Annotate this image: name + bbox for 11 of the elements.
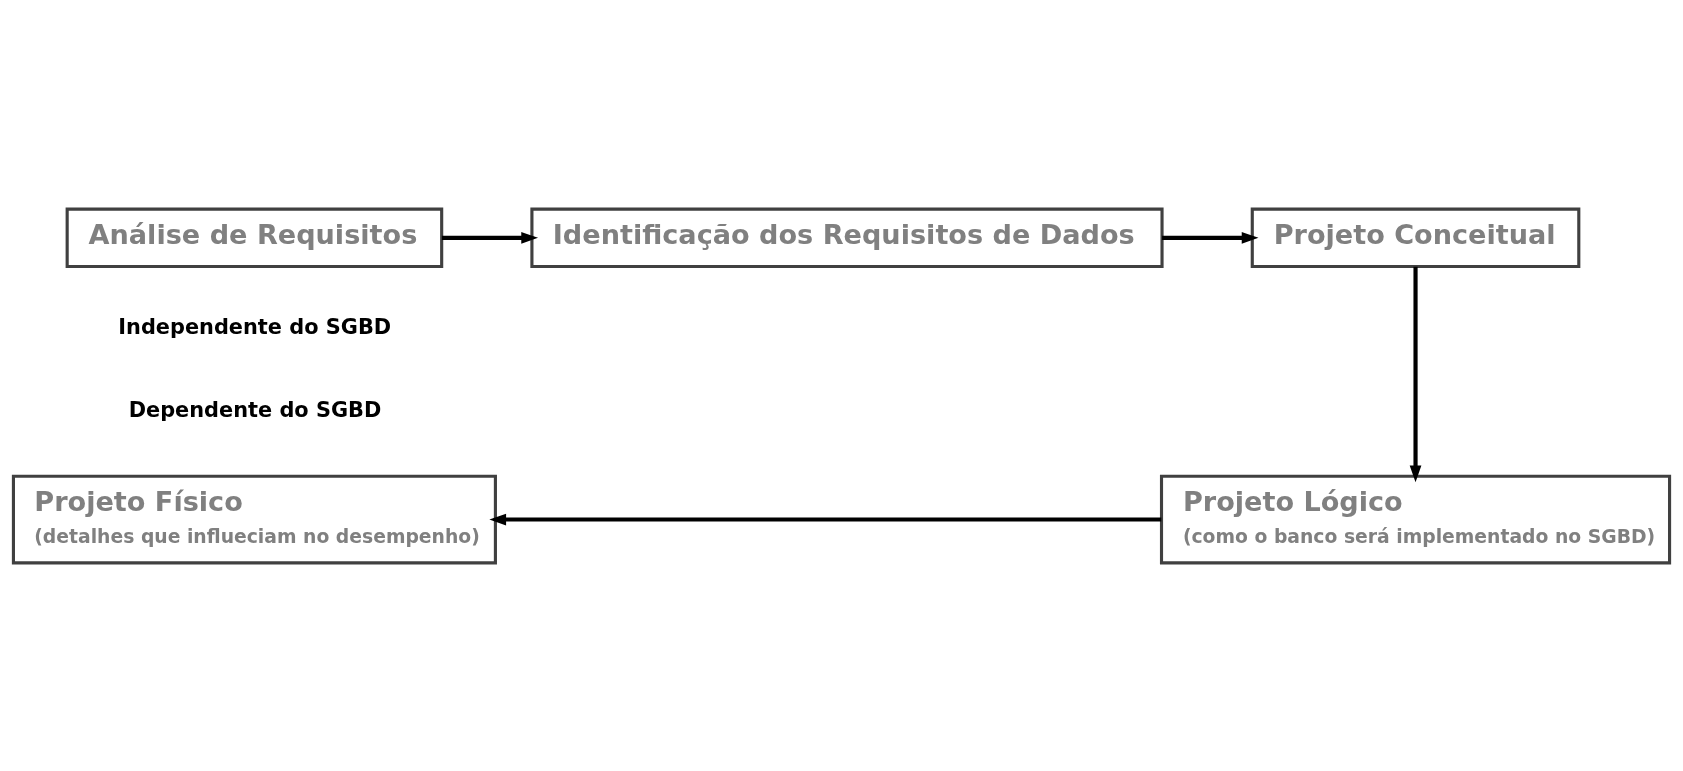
node-box: Análise de Requisitos bbox=[65, 207, 444, 268]
node-box: Projeto Lógico (como o banco será implementado no SGBD) bbox=[1159, 474, 1672, 564]
arrow bbox=[441, 231, 538, 244]
arrow bbox=[1162, 231, 1259, 244]
arrow bbox=[489, 513, 1162, 525]
node-box: Projeto Físico (detalhes que influeciam no desempenho) bbox=[11, 474, 497, 564]
label: Dependente do SGBD bbox=[128, 397, 382, 422]
node-box: Identificação dos Requisitos de Dados bbox=[530, 207, 1164, 268]
node-box: Projeto Conceitual bbox=[1250, 207, 1581, 268]
label: Independente do SGBD bbox=[118, 314, 392, 339]
arrow bbox=[1409, 266, 1422, 482]
